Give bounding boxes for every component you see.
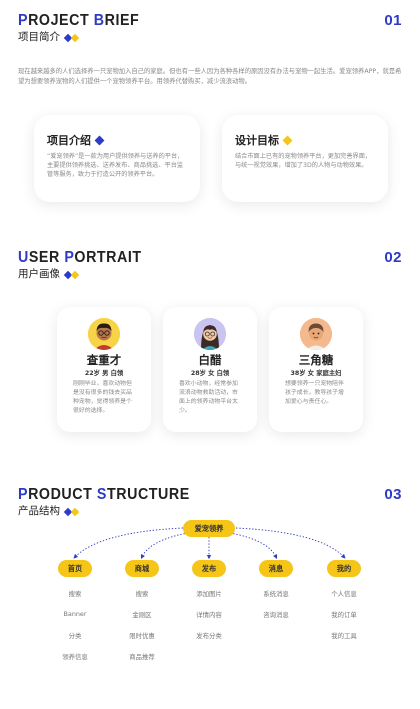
user-card: 查重才 22岁 男 白领 刚刚毕业，喜欢动物但是没有很多的钱去买品种宠物，觉得领…: [57, 307, 151, 432]
card-text: “爱宠领养”是一款为用户提供领养与送养的平台，主要提供领养挑选、送养发布、商品挑…: [47, 153, 184, 179]
structure-branch-home: 首页: [58, 560, 92, 577]
section-title: USER PORTRAIT: [18, 249, 142, 266]
section-number: 03: [384, 486, 402, 503]
section-subtitle: 产品结构: [18, 505, 60, 517]
section-number: 01: [384, 12, 402, 29]
user-meta: 22岁 男 白领: [84, 370, 124, 377]
structure-sub-item: 系统消息: [263, 590, 289, 598]
user-name: 白醋: [198, 353, 222, 367]
user-desc: 刚刚毕业，喜欢动物但是没有很多的钱去买品种宠物，觉得领养是个很好的选择。: [73, 381, 132, 414]
user-meta: 28岁 女 白领: [190, 370, 230, 377]
section-subtitle: 用户画像: [18, 268, 60, 280]
card-title: 项目介绍: [47, 134, 91, 147]
structure-sub-item: 搜索: [135, 590, 149, 598]
structure-sub-item: 领养信息: [62, 653, 88, 661]
structure-sub-item: 金刚区: [132, 611, 152, 619]
section-header-product-structure: PRODUCT STRUCTURE 产品结构: [18, 486, 205, 518]
avatar-male-glasses: [88, 318, 120, 350]
structure-sub-item: 我的工具: [331, 632, 357, 640]
card-design-goal: 设计目标 结合市面上已有的宠物领养平台，更加完善界面，与统一视觉效果，增加了3D…: [222, 115, 388, 202]
structure-branch-mall: 商城: [125, 560, 159, 577]
user-meta: 38岁 女 家庭主妇: [290, 370, 342, 377]
structure-sub-item: 我的订单: [331, 611, 357, 619]
structure-branch-publish: 发布: [192, 560, 226, 577]
section-header-user-portrait: USER PORTRAIT 用户画像: [18, 249, 152, 281]
structure-sub-item: 发布分类: [196, 632, 222, 640]
section-title: PRODUCT STRUCTURE: [18, 486, 190, 503]
user-desc: 喜欢小动物，经常参加流浪动物救助活动，市面上的领养动物平台太少。: [179, 381, 238, 414]
intro-paragraph: 现在越来越多的人们选择养一只宠物加入自己的家庭。但也有一些人因为各种各样的原因没…: [18, 68, 402, 85]
structure-branch-mine: 我的: [327, 560, 361, 577]
card-text: 结合市面上已有的宠物领养平台，更加完善界面，与统一视觉效果，增加了3D的人物与动…: [235, 153, 372, 170]
structure-sub-item: 搜索: [68, 590, 82, 598]
section-title: PROJECT BRIEF: [18, 12, 140, 29]
user-name: 查重才: [86, 353, 122, 367]
structure-sub-item: 个人信息: [331, 590, 357, 598]
user-name: 三角糖: [298, 353, 334, 367]
structure-sub-item: 分类: [68, 632, 82, 640]
section-header-project-brief: PROJECT BRIEF 项目简介: [18, 12, 150, 44]
card-project-intro: 项目介绍 “爱宠领养”是一款为用户提供领养与送养的平台，主要提供领养挑选、送养发…: [34, 115, 200, 202]
structure-sub-item: 咨询消息: [263, 611, 289, 619]
section-subtitle: 项目简介: [18, 31, 60, 43]
section-number: 02: [384, 249, 402, 266]
user-card: 白醋 28岁 女 白领 喜欢小动物，经常参加流浪动物救助活动，市面上的领养动物平…: [163, 307, 257, 432]
avatar-female-headscarf: [300, 318, 332, 350]
structure-root-node: 爱宠领养: [183, 520, 235, 537]
structure-sub-item: Banner: [63, 610, 87, 618]
structure-sub-item: 添加图片: [196, 590, 222, 598]
structure-sub-item: 商品推荐: [129, 653, 155, 661]
avatar-female-glasses: [194, 318, 226, 350]
structure-sub-item: 详情内容: [196, 611, 222, 619]
user-desc: 想要领养一只宠物陪伴孩子成长，教导孩子增加爱心与责任心。: [285, 381, 344, 405]
structure-branch-messages: 消息: [259, 560, 293, 577]
structure-sub-item: 限时优惠: [129, 632, 155, 640]
user-card: 三角糖 38岁 女 家庭主妇 想要领养一只宠物陪伴孩子成长，教导孩子增加爱心与责…: [269, 307, 363, 432]
card-title: 设计目标: [235, 134, 279, 147]
